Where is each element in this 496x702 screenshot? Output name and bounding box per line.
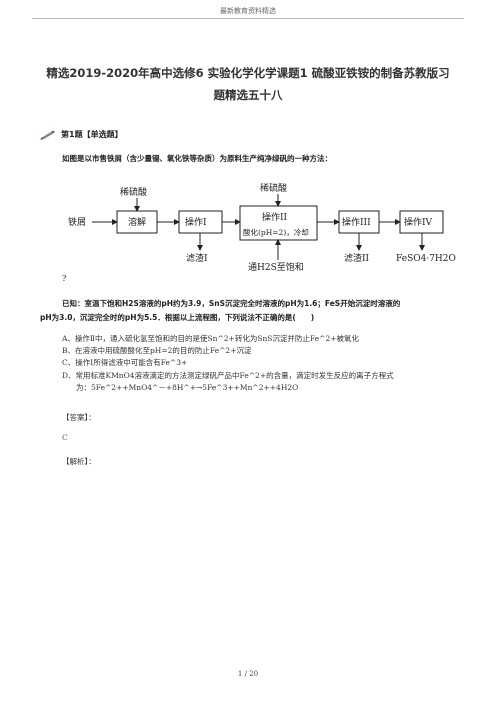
option-d: D、常用标准KMnO4溶液滴定的方法测定绿矾产品中Fe^2+的含量，滴定时发生反… [62, 370, 394, 380]
filtrate1-label: 滤渣I [186, 252, 208, 264]
question-intro: 如图是以市售铁屑（含少量锡、氧化铁等杂质）为原料生产纯净绿矾的一种方法： [62, 154, 332, 163]
title-line-2: 题精选五十八 [213, 88, 283, 102]
section-label: 第1题【单选题】 [61, 130, 123, 139]
op2-label: 操作II [262, 211, 288, 223]
answer-label: 【答案】： [62, 413, 96, 422]
op4-label: 操作IV [404, 216, 433, 228]
pen-icon [40, 130, 55, 140]
option-b: B、在溶液中用硫酸酸化至pH=2的目的防止Fe^2+沉淀 [62, 346, 252, 356]
known-line-2: pH为3.0，沉淀完全时的pH为5.5．根据以上流程图，下列说法不正确的是( ) [40, 313, 315, 322]
option-d-continued: 为：5Fe^2++MnO4^－+8H^+→5Fe^3++Mn^2++4H2O [76, 382, 299, 392]
op2-condition-label: 酸化(pH=2)，冷却 [243, 227, 309, 237]
op3-label: 操作III [342, 216, 371, 228]
raw-material-label: 铁屑 [68, 216, 86, 228]
product-label: FeSO4·7H2O [396, 254, 456, 264]
option-c: C、操作Ⅰ所得滤液中可能含有Fe^3+ [62, 358, 188, 368]
answer-value: C [62, 433, 68, 442]
option-a: A、操作Ⅱ中，通入硫化氢至饱和的目的是使Sn^2+转化为SnS沉淀并防止Fe^2… [62, 334, 359, 343]
placeholder-mark: ? [62, 274, 67, 283]
filtrate2-label: 滤渣II [344, 252, 370, 264]
reagent2-label: 稀硫酸 [260, 182, 287, 194]
options-list: A、操作Ⅱ中，通入硫化氢至饱和的目的是使Sn^2+转化为SnS沉淀并防止Fe^2… [62, 333, 482, 394]
process-flow-diagram: 铁屑 稀硫酸 溶解 操作I 滤渣I 稀硫酸 操作II 酸化(pH=2)，冷却 通… [68, 182, 456, 273]
document-title: 精选2019-2020年高中选修6 实验化学化学课题1 硫酸亚铁铵的制备苏教版习… [40, 62, 456, 106]
page-header: 最新教育资料精选 [220, 7, 276, 15]
explanation-label: 【解析】： [62, 457, 96, 466]
reagent1-label: 稀硫酸 [120, 186, 147, 198]
op1-label: 操作I [185, 216, 207, 228]
header-divider [32, 18, 464, 19]
dissolve-label: 溶解 [128, 216, 146, 228]
known-line-1: 已知：室温下饱和H2S溶液的pH约为3.9，SnS沉淀完全时溶液的pH为1.6；… [62, 299, 401, 308]
h2s-label: 通H2S至饱和 [248, 261, 304, 273]
page-number: 1 / 20 [237, 670, 259, 678]
title-line-1: 精选2019-2020年高中选修6 实验化学化学课题1 硫酸亚铁铵的制备苏教版习 [46, 66, 450, 80]
known-conditions: 已知：室温下饱和H2S溶液的pH约为3.9，SnS沉淀完全时溶液的pH为1.6；… [40, 297, 460, 325]
section-heading: 第1题【单选题】 [40, 129, 123, 140]
